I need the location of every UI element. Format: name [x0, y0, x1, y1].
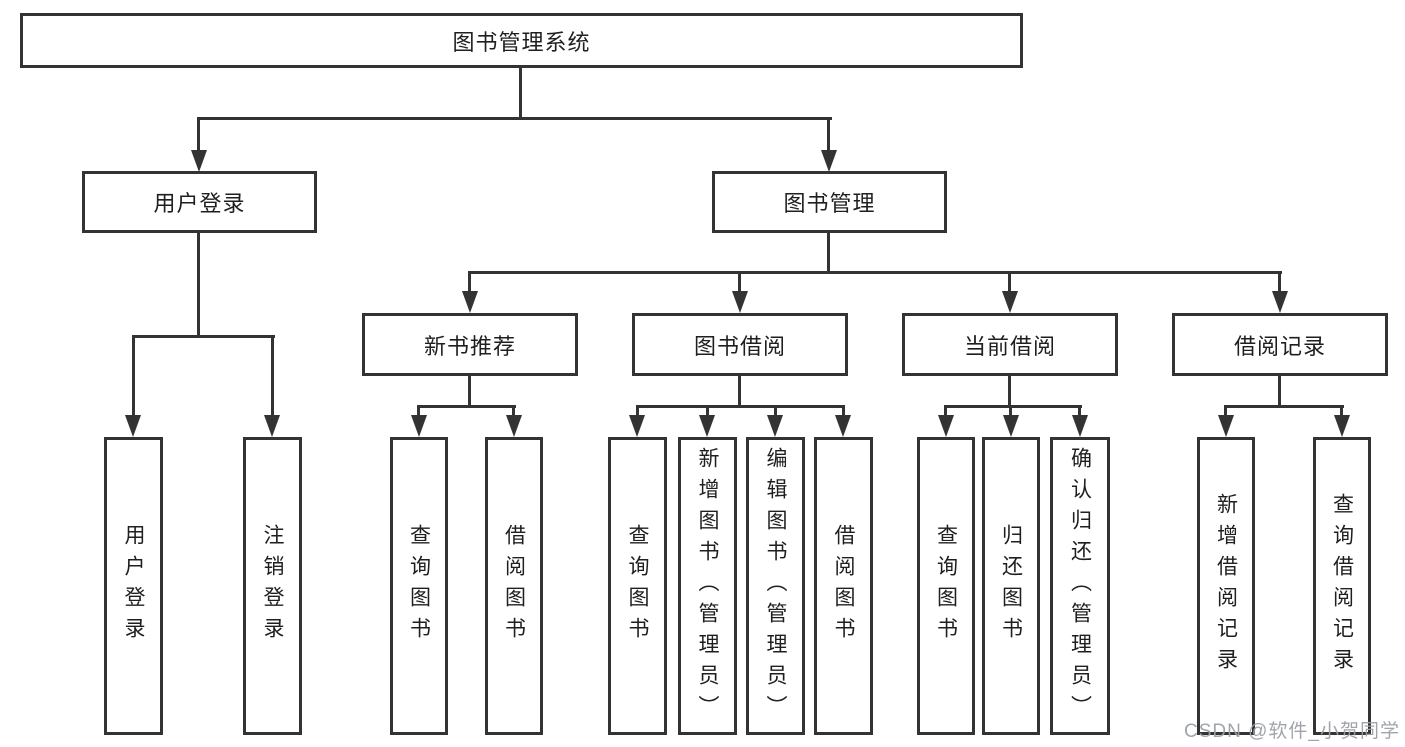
leaf-return-books: 归还图书	[982, 437, 1040, 735]
connector-line	[417, 405, 516, 408]
connector-line	[468, 376, 471, 407]
node-label: 用户登录	[153, 191, 246, 216]
leaf-query-books: 查询图书	[917, 437, 975, 735]
connector-line	[197, 117, 832, 120]
node-label: 当前借阅	[963, 333, 1056, 359]
connector-line	[271, 335, 274, 417]
leaf-edit-books-admin: 编辑图书（管理员）	[746, 437, 805, 735]
connector-line	[1008, 271, 1011, 293]
connector-line	[519, 68, 522, 119]
connector-line	[738, 376, 741, 407]
leaf-label: 用户登录	[122, 524, 145, 648]
arrow-down-icon	[1003, 415, 1019, 437]
node-borrowing-records: 借阅记录	[1172, 313, 1388, 376]
arrow-down-icon	[191, 150, 207, 172]
arrow-down-icon	[835, 415, 851, 437]
arrow-down-icon	[125, 415, 141, 437]
leaf-borrow-books: 借阅图书	[814, 437, 873, 735]
node-book-management-branch: 图书管理	[712, 171, 947, 233]
leaf-label: 新增图书（管理员）	[696, 446, 719, 726]
connector-line	[417, 405, 420, 419]
leaf-label: 查询图书	[934, 524, 958, 648]
arrow-down-icon	[506, 415, 522, 437]
arrow-down-icon	[1218, 415, 1234, 437]
csdn-watermark: CSDN @软件_小贺同学	[1184, 721, 1400, 742]
arrow-down-icon	[629, 415, 645, 437]
connector-line	[636, 405, 845, 408]
leaf-label: 归还图书	[999, 524, 1023, 648]
node-new-book-recommend: 新书推荐	[362, 313, 578, 376]
connector-line	[1078, 405, 1081, 419]
arrow-down-icon	[462, 291, 478, 313]
arrow-down-icon	[264, 415, 280, 437]
connector-line	[1224, 405, 1227, 419]
arrow-down-icon	[732, 291, 748, 313]
arrow-down-icon	[1334, 415, 1350, 437]
node-label: 图书管理	[783, 191, 876, 216]
connector-line	[827, 117, 830, 153]
leaf-user-login: 用户登录	[104, 437, 163, 735]
node-user-login-branch: 用户登录	[82, 171, 317, 233]
arrow-down-icon	[411, 415, 427, 437]
leaf-add-borrow-record: 新增借阅记录	[1197, 437, 1255, 735]
connector-line	[1278, 376, 1281, 407]
node-label: 借阅记录	[1233, 333, 1326, 359]
node-label: 新书推荐	[423, 333, 516, 359]
connector-line	[197, 117, 200, 153]
leaf-logout: 注销登录	[243, 437, 302, 735]
connector-line	[738, 271, 741, 293]
connector-line	[1224, 405, 1344, 408]
connector-line	[842, 405, 845, 419]
leaf-query-borrow-record: 查询借阅记录	[1313, 437, 1371, 735]
leaf-query-books: 查询图书	[608, 437, 667, 735]
connector-line	[944, 405, 947, 419]
connector-line	[827, 233, 830, 274]
leaf-label: 查询图书	[626, 524, 649, 648]
leaf-label: 借阅图书	[832, 524, 855, 648]
connector-line	[132, 335, 275, 338]
node-library-system-root: 图书管理系统	[20, 13, 1023, 68]
leaf-borrow-books: 借阅图书	[485, 437, 543, 735]
connector-line	[468, 271, 471, 293]
connector-line	[1278, 271, 1281, 293]
connector-line	[512, 405, 515, 419]
arrow-down-icon	[938, 415, 954, 437]
arrow-down-icon	[1272, 291, 1288, 313]
connector-line	[1340, 405, 1343, 419]
leaf-confirm-return-admin: 确认归还（管理员）	[1050, 437, 1110, 735]
connector-line	[132, 335, 135, 417]
arrow-down-icon	[699, 415, 715, 437]
leaf-label: 查询图书	[407, 524, 431, 648]
arrow-down-icon	[1002, 291, 1018, 313]
connector-line	[197, 233, 200, 337]
connector-line	[468, 271, 1282, 274]
leaf-label: 新增借阅记录	[1214, 493, 1238, 679]
connector-line	[706, 405, 709, 419]
connector-line	[1008, 376, 1011, 407]
node-current-borrowing: 当前借阅	[902, 313, 1118, 376]
leaf-label: 确认归还（管理员）	[1068, 446, 1092, 726]
arrow-down-icon	[767, 415, 783, 437]
node-label: 图书管理系统	[452, 29, 591, 55]
leaf-label: 注销登录	[261, 524, 284, 648]
node-book-borrowing: 图书借阅	[632, 313, 848, 376]
leaf-label: 查询借阅记录	[1330, 493, 1354, 679]
leaf-label: 借阅图书	[502, 524, 526, 648]
arrow-down-icon	[821, 150, 837, 172]
leaf-query-books: 查询图书	[390, 437, 448, 735]
connector-line	[944, 405, 1082, 408]
node-label: 图书借阅	[693, 333, 786, 359]
connector-line	[1009, 405, 1012, 419]
connector-line	[636, 405, 639, 419]
leaf-label: 编辑图书（管理员）	[764, 446, 787, 726]
leaf-add-books-admin: 新增图书（管理员）	[678, 437, 737, 735]
arrow-down-icon	[1072, 415, 1088, 437]
connector-line	[774, 405, 777, 419]
